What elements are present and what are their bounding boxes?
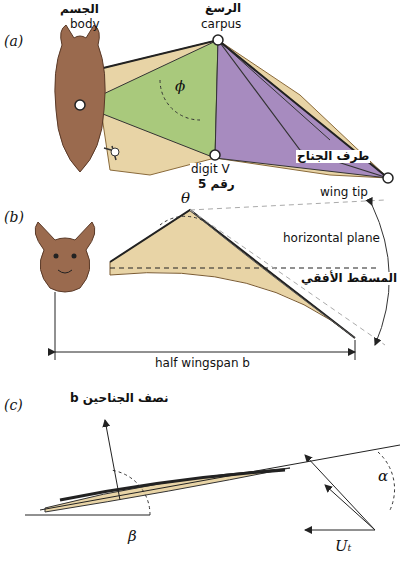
arabic-label: طرف الجناح (296, 150, 370, 163)
panel-letter: (b) (4, 210, 24, 225)
part-label: carpus (200, 18, 242, 31)
panel-letter: (c) (4, 398, 23, 413)
angle-symbol: θ (181, 190, 190, 207)
part-label: digit V (190, 163, 231, 176)
arabic-label: المسقط الأفقي (300, 272, 398, 285)
angle-symbol: β (128, 528, 137, 545)
arabic-label: b نصف الجناحين (70, 392, 169, 405)
angle-symbol: α (378, 468, 388, 485)
part-label: wing tip (320, 186, 368, 199)
arabic-label: الرسغ (205, 2, 241, 15)
arabic-label: رقم 5 (198, 178, 235, 191)
dimension-label: half wingspan b (155, 357, 250, 370)
part-label: horizontal plane (282, 232, 381, 245)
velocity-symbol: Uₜ (335, 538, 351, 555)
panel-letter: (a) (4, 34, 23, 49)
angle-symbol: ϕ (175, 78, 185, 95)
part-label: body (70, 18, 100, 31)
arabic-label: الجسم (60, 3, 99, 16)
